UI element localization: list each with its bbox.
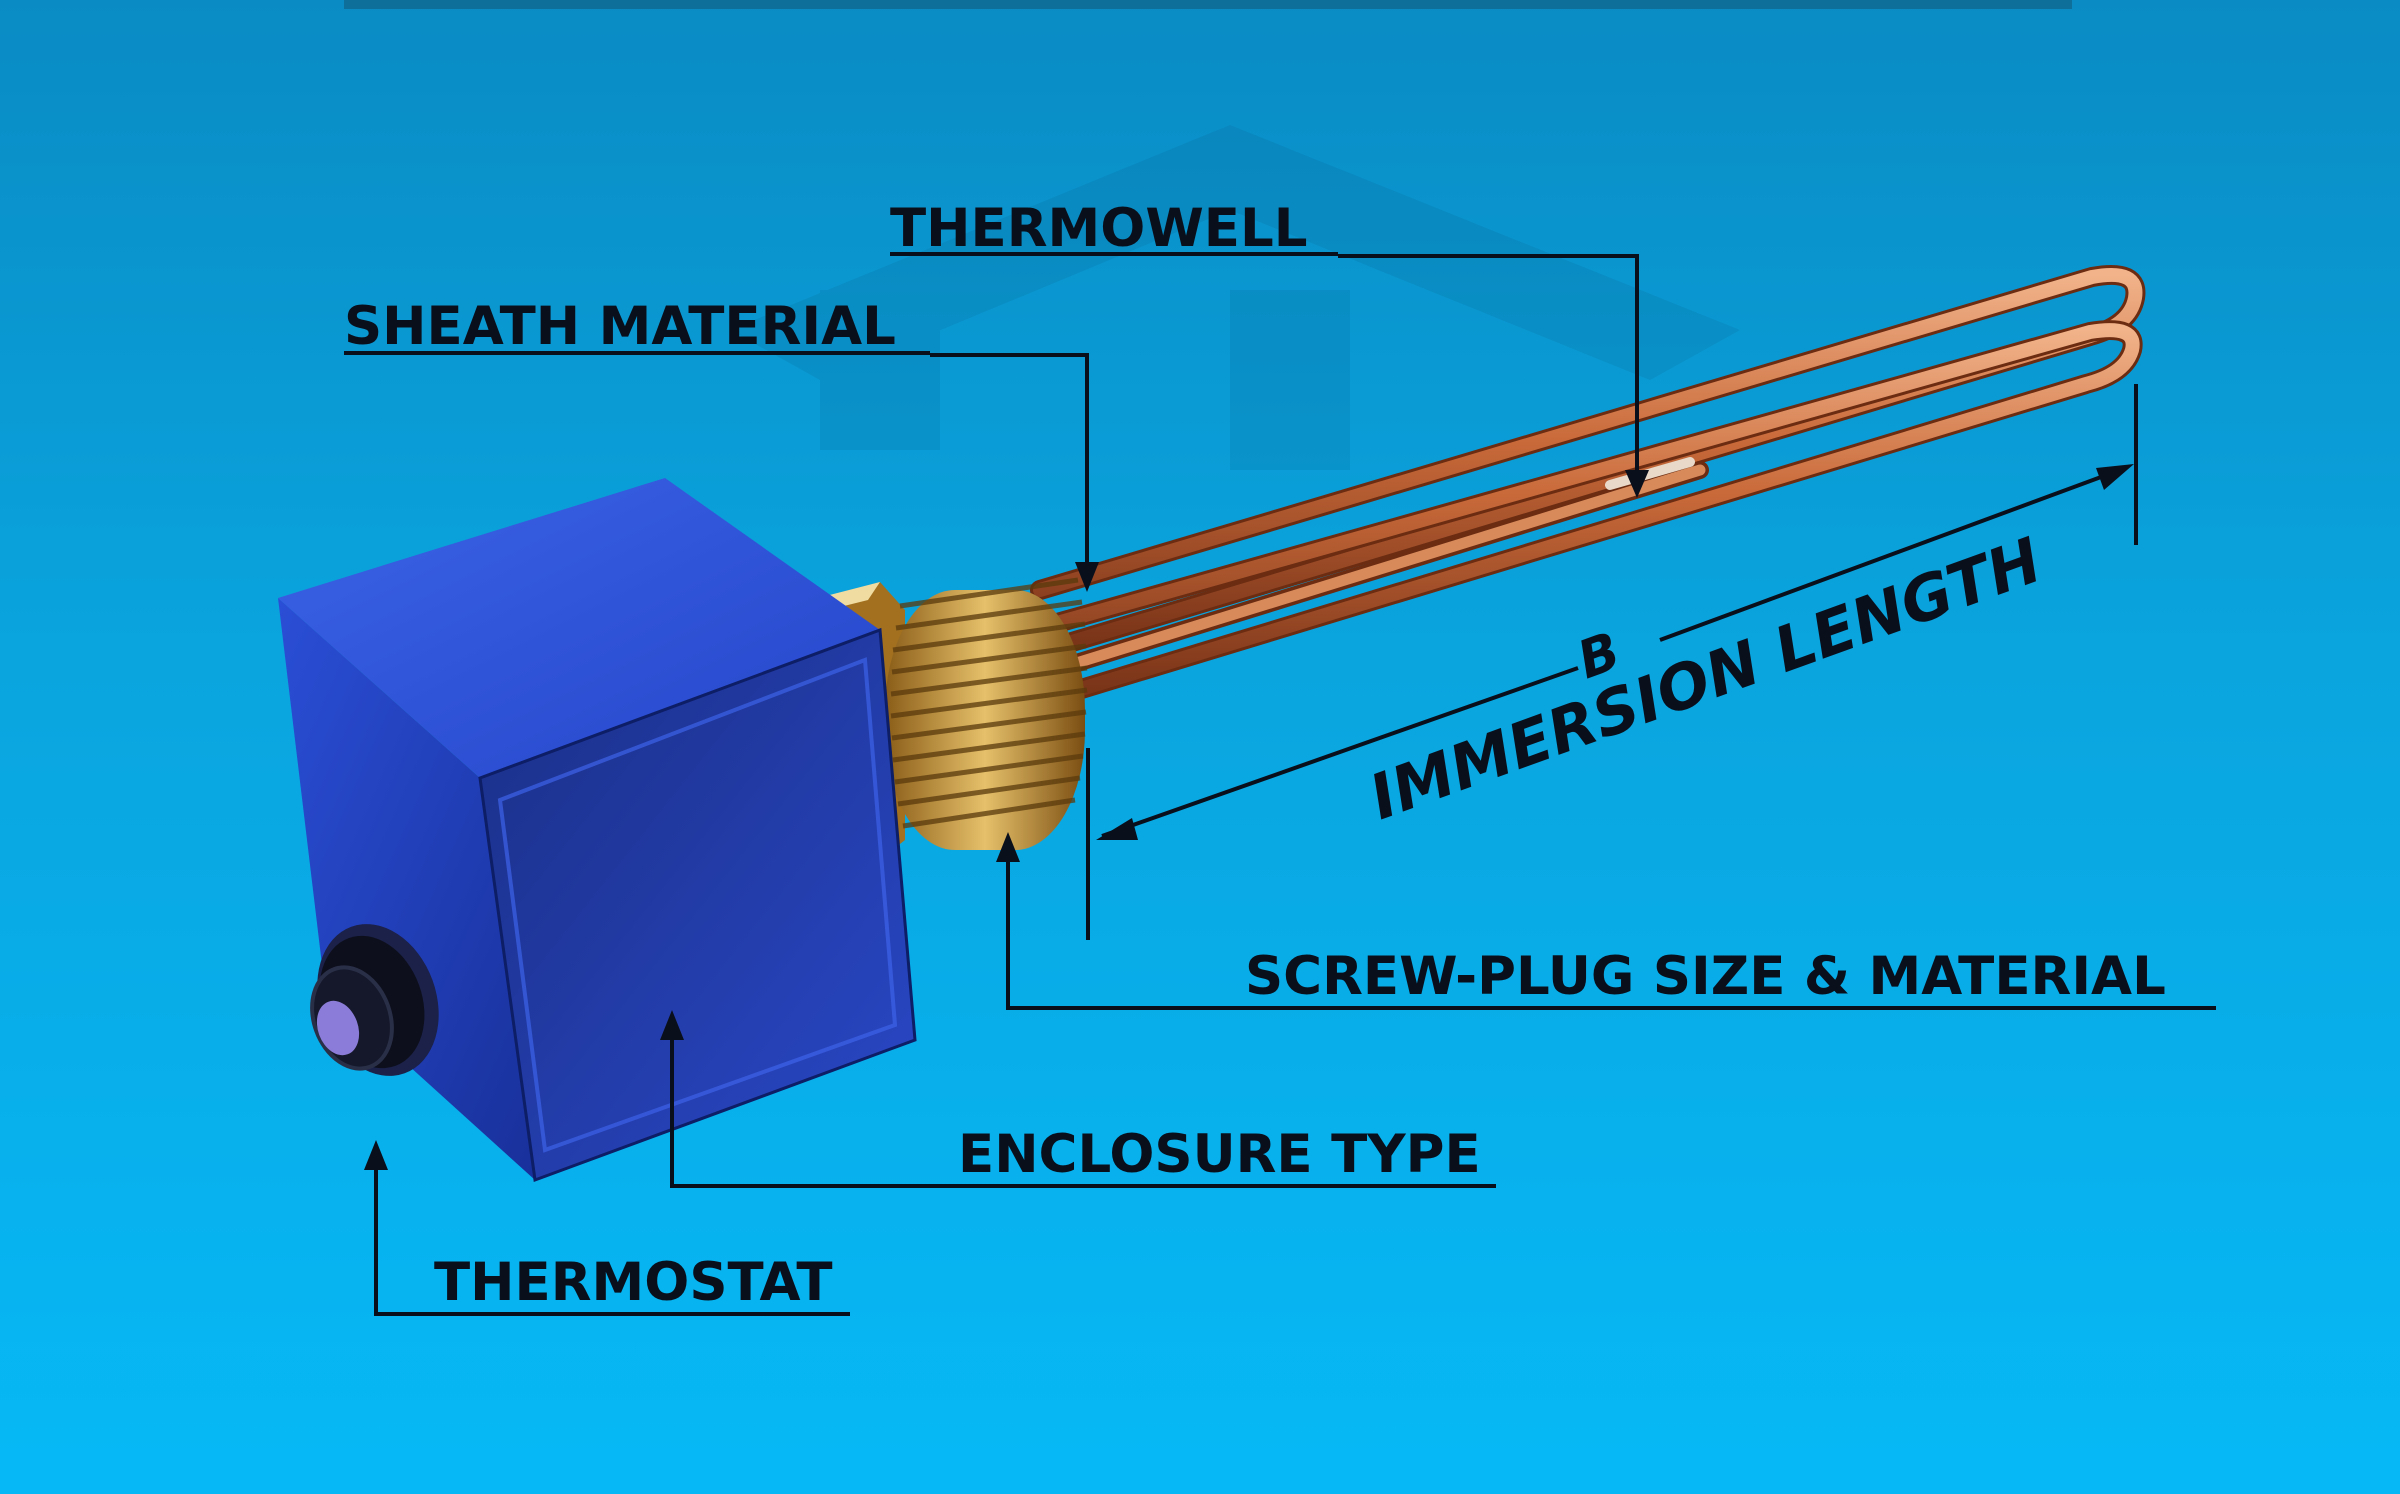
label-thermowell: THERMOWELL <box>890 198 1308 259</box>
label-thermostat: THERMOSTAT <box>434 1252 833 1313</box>
arrow-immersion-right <box>2096 464 2134 490</box>
label-sheath-material: SHEATH MATERIAL <box>344 296 896 357</box>
enclosure-box <box>278 478 915 1180</box>
top-bar <box>344 0 2072 9</box>
label-enclosure-type: ENCLOSURE TYPE <box>958 1124 1481 1185</box>
arrow-immersion-left <box>1096 818 1138 840</box>
arrow-thermostat <box>364 1140 388 1170</box>
label-screw-plug: SCREW-PLUG SIZE & MATERIAL <box>1245 946 2166 1007</box>
